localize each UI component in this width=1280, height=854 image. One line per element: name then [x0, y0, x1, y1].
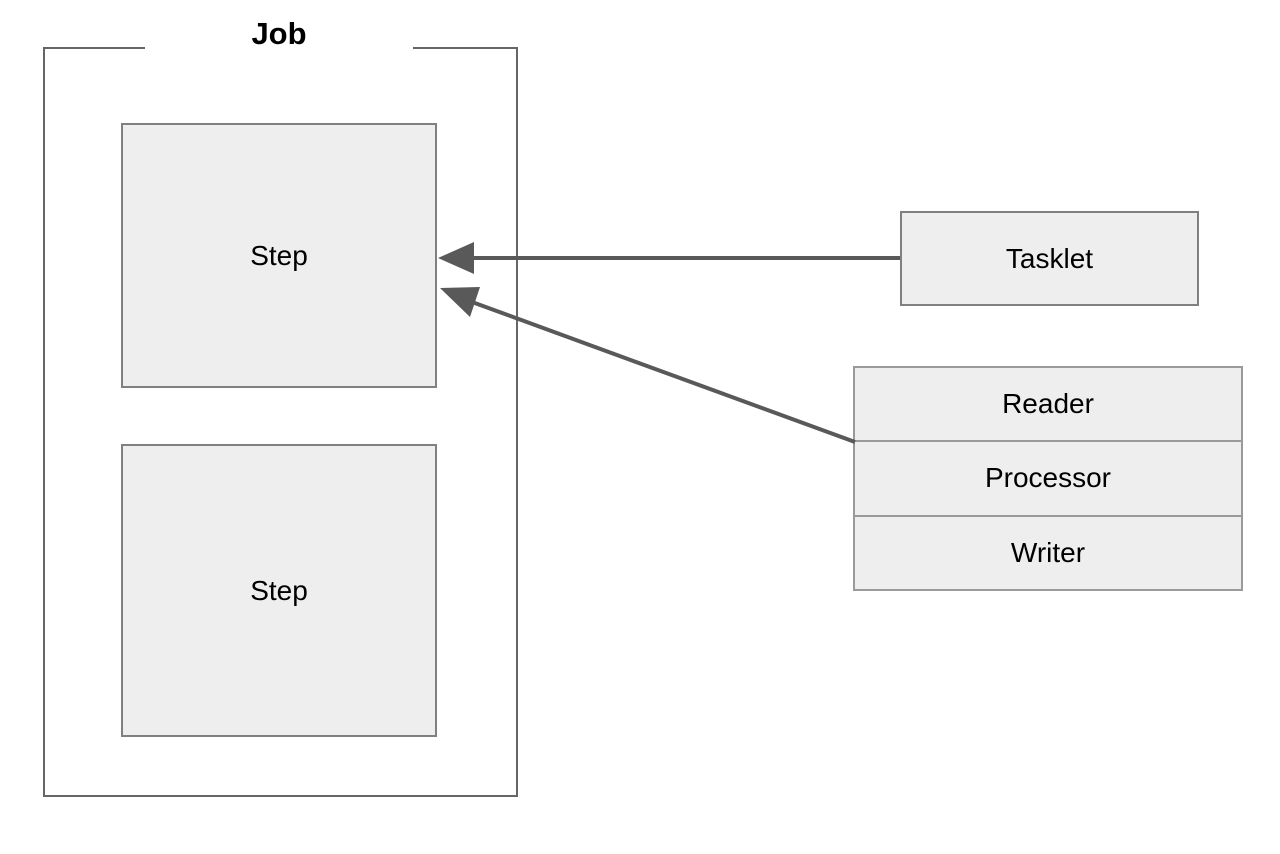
chunk-row-processor-label: Processor: [984, 462, 1112, 494]
step-box-1-label: Step: [250, 239, 308, 271]
chunk-row-writer[interactable]: Writer: [855, 516, 1241, 589]
connector-chunk-to-step-line: [471, 300, 856, 444]
job-title-border-gap: [145, 40, 413, 56]
step-box-2-label: Step: [250, 574, 308, 606]
step-box-2[interactable]: Step: [121, 444, 437, 737]
job-group-title: Job: [251, 16, 307, 51]
tasklet-box[interactable]: Tasklet: [900, 211, 1199, 306]
chunk-stack-box[interactable]: Reader Processor Writer: [853, 366, 1243, 591]
chunk-row-writer-label: Writer: [1010, 536, 1086, 568]
tasklet-box-label: Tasklet: [1005, 242, 1094, 274]
chunk-row-reader-label: Reader: [1002, 388, 1094, 420]
chunk-row-processor[interactable]: Processor: [855, 442, 1241, 517]
chunk-row-reader[interactable]: Reader: [855, 368, 1241, 443]
step-box-1[interactable]: Step: [121, 123, 437, 388]
